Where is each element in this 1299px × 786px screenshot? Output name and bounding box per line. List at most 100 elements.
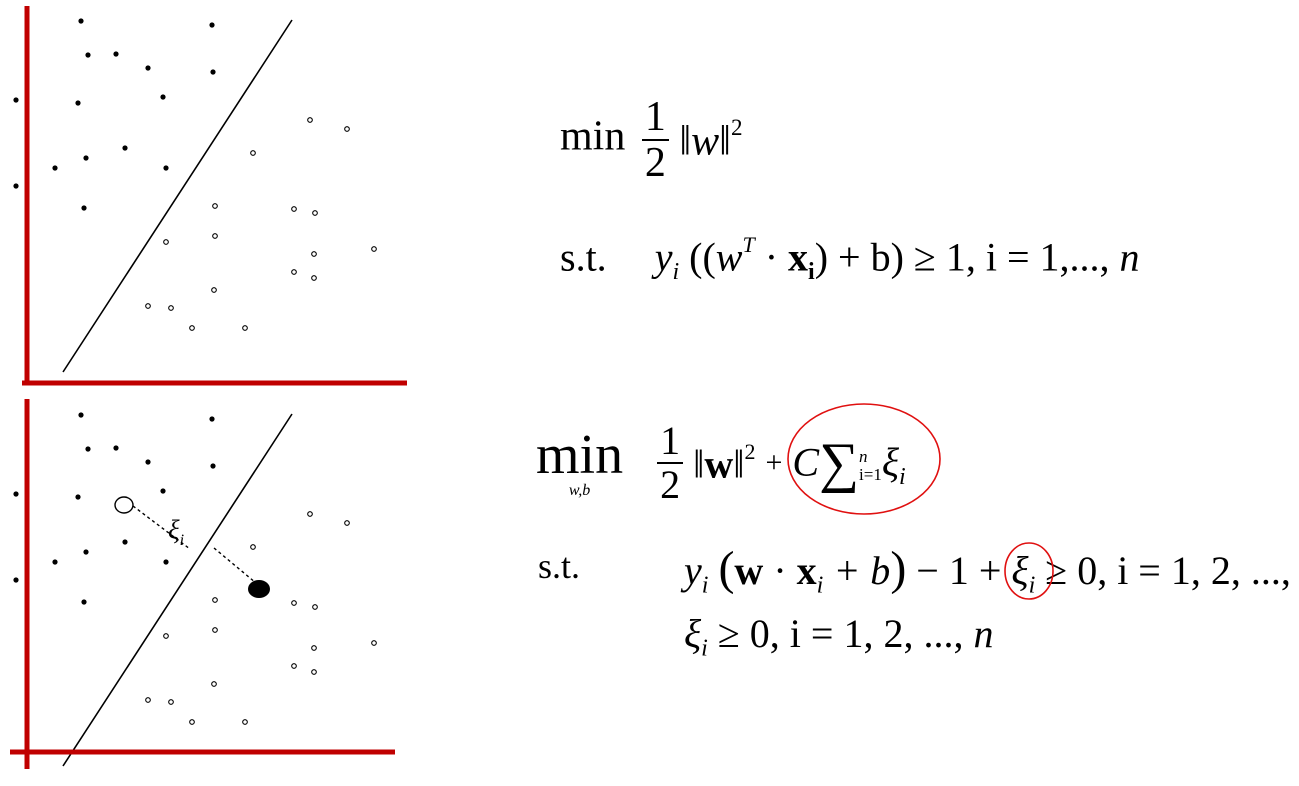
half-fraction: 1 2	[657, 420, 684, 507]
highlight-ellipse	[1004, 542, 1055, 600]
y-sub: i	[701, 572, 709, 599]
filled-point	[145, 65, 151, 71]
open-point	[291, 206, 297, 212]
open-point	[211, 681, 217, 687]
n-var: n	[973, 611, 994, 656]
w-var: w	[715, 234, 743, 280]
filled-point	[85, 52, 91, 58]
filled-point	[145, 459, 151, 465]
filled-point	[163, 165, 169, 171]
sum-lower: i=1	[859, 465, 882, 485]
x-sub: i	[808, 259, 815, 286]
x-var: x	[796, 548, 817, 593]
filled-point	[85, 446, 91, 452]
open-point	[307, 511, 313, 517]
open-point	[212, 597, 218, 603]
open-point	[242, 719, 248, 725]
sum-upper: n	[859, 446, 868, 466]
open-point	[212, 233, 218, 239]
sum-symbol: ∑	[819, 432, 860, 494]
x-var: x	[788, 234, 809, 280]
open-point	[189, 325, 195, 331]
filled-point	[160, 488, 166, 494]
y-var: y	[654, 234, 673, 280]
filled-point	[210, 69, 216, 75]
separating-hyperplane	[62, 19, 293, 373]
open-point	[291, 663, 297, 669]
open-point	[211, 287, 217, 293]
bottom-st-label: s.t.	[538, 546, 581, 586]
open-parens: ((	[689, 234, 716, 280]
filled-point	[78, 412, 84, 418]
highlight-ellipse	[787, 403, 942, 515]
frac-denominator: 2	[660, 462, 681, 507]
open-point	[371, 246, 377, 252]
filled-point	[209, 416, 215, 422]
transpose: T	[742, 232, 755, 257]
open-point	[145, 697, 151, 703]
open-point	[250, 150, 256, 156]
xi-var: ξ	[881, 439, 899, 485]
open-point	[163, 239, 169, 245]
xi-sub: i	[701, 635, 708, 662]
open-point	[189, 719, 195, 725]
x-sub: i	[816, 572, 824, 599]
min-subscript: w,b	[568, 482, 591, 499]
frac-numerator: 1	[641, 95, 669, 142]
dot-op: ·	[764, 234, 779, 280]
frac-numerator: 1	[657, 420, 684, 464]
filled-point	[210, 463, 216, 469]
constraint-rest: ) + b) ≥ 1, i = 1,...,	[814, 234, 1110, 280]
open-point	[168, 305, 174, 311]
open-point	[242, 325, 248, 331]
open-point	[311, 275, 317, 281]
minus-one: − 1 +	[906, 548, 1002, 593]
open-point	[312, 210, 318, 216]
open-paren: (	[718, 542, 735, 595]
min-operator: min w,b	[536, 424, 624, 499]
top-scatter-plot	[13, 6, 407, 386]
filled-point	[75, 100, 81, 106]
close-paren: )	[890, 542, 907, 595]
dot-op: ·	[763, 548, 797, 593]
n-var: n	[1119, 234, 1140, 280]
filled-point	[113, 445, 119, 451]
filled-point	[52, 559, 58, 565]
open-point	[307, 117, 313, 123]
filled-point	[122, 539, 128, 545]
filled-point	[81, 599, 87, 605]
xi-var: ξ	[1011, 548, 1029, 593]
open-point	[344, 520, 350, 526]
bottom-constraint-1: yi (w · xi + b) − 1 + ξi ≥ 0, i = 1, 2, …	[684, 541, 1299, 600]
filled-point	[163, 559, 169, 565]
open-point	[311, 251, 317, 257]
open-point	[212, 627, 218, 633]
st-label: s.t.	[560, 234, 607, 280]
open-point	[291, 269, 297, 275]
outlier-filled-point	[248, 580, 270, 598]
filled-point	[209, 22, 215, 28]
xi-sub: i	[1028, 572, 1036, 599]
top-objective: min 1 2 ‖w‖2	[560, 95, 743, 185]
filled-point	[81, 205, 87, 211]
open-point	[145, 303, 151, 309]
filled-point	[75, 494, 81, 500]
open-point	[291, 600, 297, 606]
norm-w: ‖w‖2	[693, 438, 756, 487]
filled-point	[13, 577, 19, 583]
filled-point	[13, 491, 19, 497]
open-point	[163, 633, 169, 639]
filled-point	[52, 165, 58, 171]
plus-op: +	[765, 446, 783, 479]
xi-var: ξ	[684, 611, 702, 656]
slack-term-circled: ξi	[1004, 542, 1055, 600]
filled-point	[83, 549, 89, 555]
slack-label-xi: ξi	[168, 515, 184, 549]
min-operator: min	[560, 113, 626, 160]
slack-line-right	[213, 547, 257, 584]
C-var: C	[792, 439, 820, 485]
half-fraction: 1 2	[641, 95, 669, 185]
open-point	[311, 669, 317, 675]
constraint-rest: ≥ 0, i = 1, 2, ...,	[1035, 548, 1291, 593]
